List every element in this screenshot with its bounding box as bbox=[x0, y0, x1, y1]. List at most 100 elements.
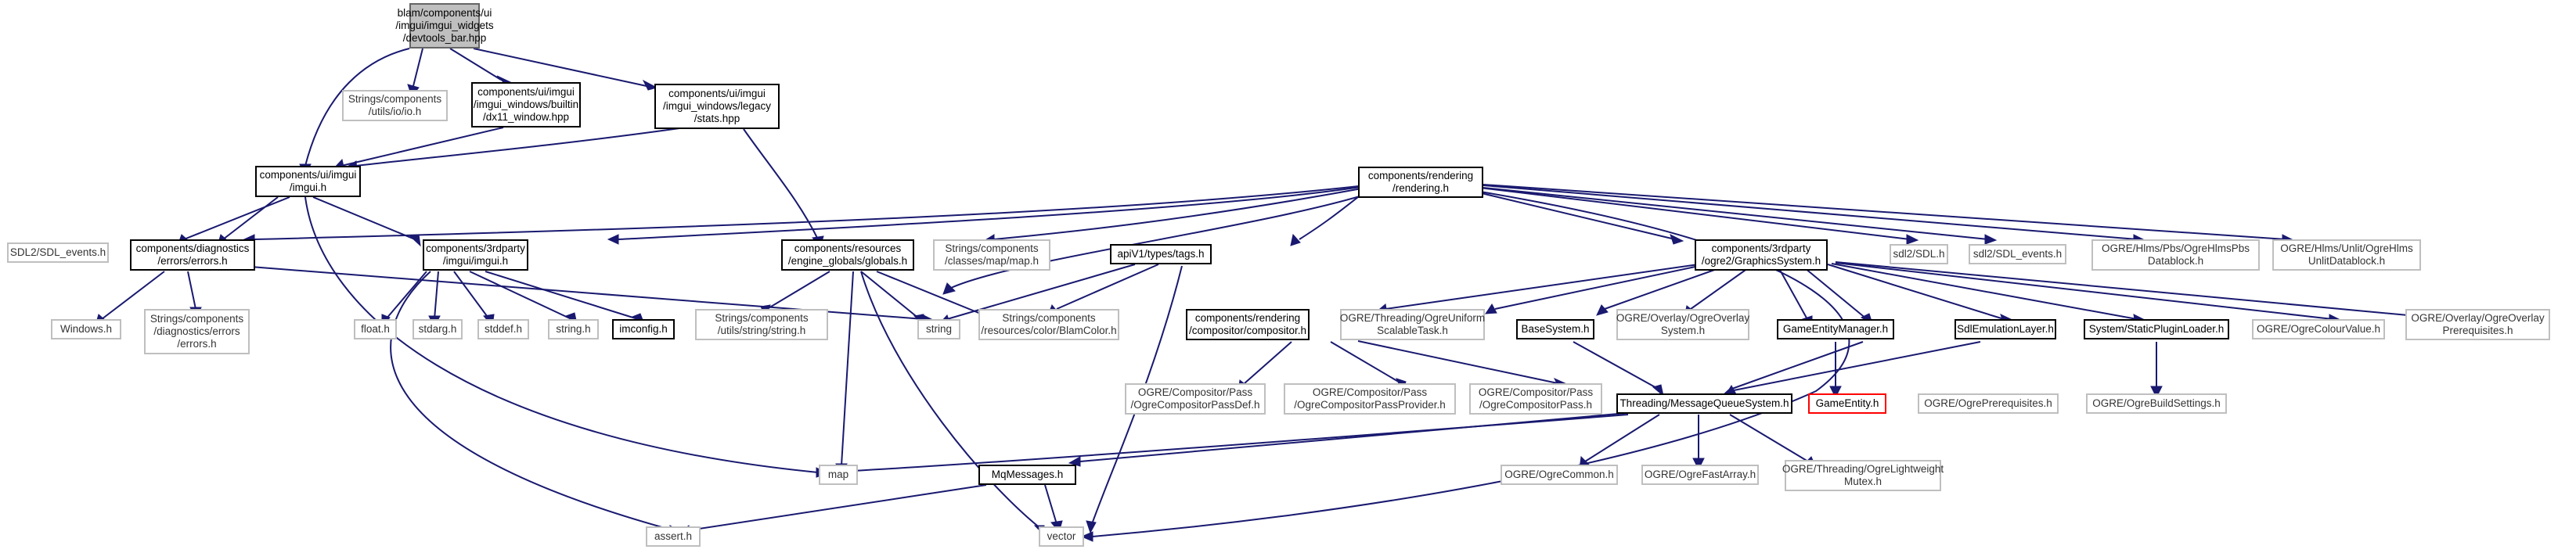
edge bbox=[1573, 341, 1660, 390]
node-lightweight-mutex: OGRE/Threading/OgreLightweight Mutex.h bbox=[1782, 460, 1944, 491]
edge bbox=[1079, 411, 1637, 462]
node-pass-def: OGRE/Compositor/Pass /OgreCompositorPass… bbox=[1125, 383, 1266, 415]
node-mq-messages[interactable]: MqMessages.h bbox=[978, 465, 1076, 485]
node-label-line: map bbox=[827, 469, 849, 480]
arrowhead bbox=[1290, 233, 1301, 246]
node-label-line: Strings/components bbox=[715, 312, 809, 324]
node-sdl-emulation[interactable]: SdlEmulationLayer.h bbox=[1955, 319, 2056, 339]
node-pass-h: OGRE/Compositor/Pass /OgreCompositorPass… bbox=[1469, 383, 1602, 415]
node-label-line: /errors/errors.h bbox=[157, 255, 228, 267]
node-label-line: /rendering.h bbox=[1392, 182, 1450, 194]
edge bbox=[1091, 265, 1183, 525]
node-label-line: /compositor/compositor.h bbox=[1188, 325, 1307, 336]
arrowhead bbox=[942, 282, 956, 295]
node-label-line: Datablock.h bbox=[2147, 255, 2204, 267]
edge bbox=[453, 271, 490, 320]
node-label-line: SdlEmulationLayer.h bbox=[1957, 323, 2054, 335]
node-label-line: float.h bbox=[361, 323, 390, 335]
node-label-line: Strings/components bbox=[150, 313, 244, 325]
node-label-line: blam/components/ui bbox=[397, 7, 492, 19]
node-imgui-h[interactable]: components/ui/imgui /imgui.h bbox=[255, 166, 361, 197]
node-graphics-system[interactable]: components/3rdparty /ogre2/GraphicsSyste… bbox=[1695, 239, 1828, 271]
node-label-line: OGRE/OgreFastArray.h bbox=[1644, 469, 1756, 480]
edge bbox=[1827, 264, 2005, 320]
node-label-line: Prerequisites.h bbox=[2442, 325, 2513, 336]
node-imgui-3rdparty[interactable]: components/3rdparty /imgui/imgui.h bbox=[423, 239, 528, 271]
node-pass-provider: OGRE/Compositor/Pass /OgreCompositorPass… bbox=[1284, 383, 1456, 415]
arrowhead bbox=[1829, 386, 1842, 399]
node-label-line: BaseSystem.h bbox=[1521, 323, 1590, 335]
node-label-line: components/rendering bbox=[1194, 312, 1301, 324]
node-label-line: string.h bbox=[556, 323, 591, 335]
node-uniform-task: OGRE/Threading/OgreUniform ScalableTask.… bbox=[1340, 309, 1485, 340]
edge bbox=[449, 48, 502, 81]
edge bbox=[222, 196, 279, 240]
node-fast-array: OGRE/OgreFastArray.h bbox=[1641, 465, 1759, 485]
node-label-line: OGRE/Overlay/OgreOverlay bbox=[1616, 312, 1750, 324]
node-static-plugin-loader[interactable]: System/StaticPluginLoader.h bbox=[2084, 319, 2229, 339]
node-label-line: /dx11_window.hpp bbox=[482, 111, 570, 123]
edge bbox=[1471, 190, 1676, 240]
node-game-entity-manager[interactable]: GameEntityManager.h bbox=[1777, 319, 1894, 339]
node-label-line: System.h bbox=[1660, 325, 1706, 336]
node-label-line: ScalableTask.h bbox=[1377, 325, 1448, 336]
node-label-line: stddef.h bbox=[484, 323, 523, 335]
node-globals[interactable]: components/resources /engine_globals/glo… bbox=[781, 239, 914, 271]
node-dx11-window[interactable]: components/ui/imgui /imgui_windows/built… bbox=[471, 82, 581, 127]
node-label-line: imconfig.h bbox=[619, 323, 668, 335]
node-label-line: components/resources bbox=[794, 242, 902, 254]
node-label-line: /resources/color/BlamColor.h bbox=[981, 325, 1117, 336]
node-tags[interactable]: apiV1/types/tags.h bbox=[1110, 244, 1212, 264]
node-label-line: GameEntityManager.h bbox=[1782, 323, 1889, 335]
edge bbox=[860, 271, 921, 320]
node-string-h: string.h bbox=[548, 319, 599, 339]
node-label-line: /imgui_windows/legacy bbox=[662, 100, 772, 112]
node-label-line: OGRE/Overlay/OgreOverlay bbox=[2411, 312, 2545, 324]
edge bbox=[473, 48, 647, 87]
node-label-line: /stats.hpp bbox=[694, 113, 740, 124]
node-assert-h: assert.h bbox=[646, 526, 701, 547]
node-map-std: map bbox=[819, 465, 858, 485]
node-vector-std: vector bbox=[1039, 526, 1084, 547]
node-label-line: /devtools_bar.hpp bbox=[402, 32, 487, 44]
node-errors[interactable]: components/diagnostics /errors/errors.h bbox=[130, 239, 255, 271]
node-stats[interactable]: components/ui/imgui /imgui_windows/legac… bbox=[654, 84, 780, 129]
node-strings-io: Strings/components /utils/io/io.h bbox=[342, 90, 448, 121]
arrowhead bbox=[1984, 234, 1998, 245]
edge bbox=[743, 128, 819, 240]
edge bbox=[1800, 264, 1868, 320]
node-label-line: Threading/MessageQueueSystem.h bbox=[1619, 397, 1789, 409]
node-rendering[interactable]: components/rendering /rendering.h bbox=[1358, 167, 1483, 198]
node-colour-value: OGRE/OgreColourValue.h bbox=[2252, 319, 2385, 339]
node-base-system[interactable]: BaseSystem.h bbox=[1516, 319, 1594, 339]
edge bbox=[1604, 264, 1731, 310]
edge bbox=[413, 48, 423, 87]
node-label-line: Strings/components bbox=[1002, 312, 1096, 324]
arrowhead bbox=[1596, 304, 1609, 316]
node-label-line: /errors.h bbox=[177, 338, 217, 350]
edge bbox=[950, 190, 1378, 289]
node-compositor[interactable]: components/rendering /compositor/composi… bbox=[1186, 309, 1310, 340]
edge bbox=[254, 185, 1367, 240]
edge bbox=[1776, 264, 1809, 321]
node-label-line: assert.h bbox=[654, 530, 693, 542]
edge bbox=[434, 271, 439, 320]
node-label-line: OGRE/Compositor/Pass bbox=[1137, 386, 1253, 398]
node-windows-h: Windows.h bbox=[51, 319, 121, 339]
node-label-line: /imgui/imgui.h bbox=[442, 255, 509, 267]
node-pbs-datablock: OGRE/Hlms/Pbs/OgreHlmsPbs Datablock.h bbox=[2091, 239, 2260, 271]
node-label-line: OGRE/Compositor/Pass bbox=[1478, 386, 1594, 398]
node-label-line: Strings/components bbox=[348, 93, 442, 105]
edge bbox=[101, 271, 165, 320]
dependency-edges bbox=[95, 48, 2459, 542]
edge bbox=[1831, 263, 2138, 320]
node-label-line: components/ui/imgui bbox=[477, 86, 575, 98]
node-message-queue[interactable]: Threading/MessageQueueSystem.h bbox=[1616, 393, 1792, 414]
node-game-entity[interactable]: GameEntity.h bbox=[1808, 393, 1886, 414]
edge bbox=[1483, 185, 2138, 240]
edge bbox=[485, 271, 639, 320]
node-stdarg-h: stdarg.h bbox=[413, 319, 463, 339]
node-imconfig[interactable]: imconfig.h bbox=[612, 319, 675, 339]
node-label-line: /diagnostics/errors bbox=[153, 325, 240, 337]
node-label-line: GameEntity.h bbox=[1815, 397, 1879, 409]
